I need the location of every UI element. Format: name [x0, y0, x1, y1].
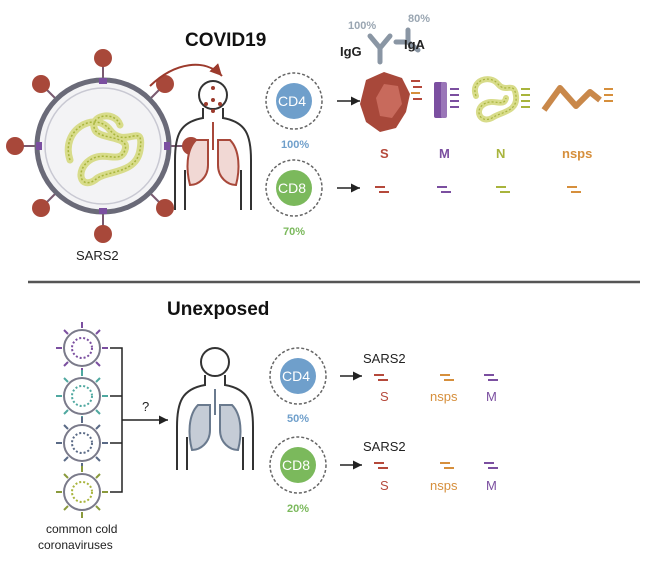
- source-label-line1: common cold: [46, 522, 118, 536]
- peptide-m-cd8: [437, 186, 451, 193]
- cd4-cell-unexposed: [269, 347, 327, 405]
- sars2-label: SARS2: [76, 248, 119, 263]
- human-covid-icon: [174, 80, 252, 210]
- unexposed-cd4-nsps-label: nsps: [430, 389, 458, 404]
- source-bracket: [110, 347, 123, 493]
- common-cold-viruses: [56, 322, 108, 518]
- cold-virus-3-icon: [56, 417, 108, 469]
- iga-antibody-icon: [393, 27, 421, 53]
- cold-virus-1-icon: [56, 322, 108, 374]
- cd4-covid-label: CD4: [278, 93, 307, 109]
- human-unexposed-icon: [176, 347, 254, 470]
- peptide-s-cd8: [375, 186, 389, 193]
- cd8-cell-unexposed: [269, 436, 327, 494]
- iga-percent: 80%: [408, 13, 431, 25]
- sars2-virus-icon: [6, 49, 200, 243]
- iga-label: IgA: [404, 37, 425, 52]
- droplets: [204, 86, 222, 113]
- covid-cd8-peptides: [375, 186, 581, 193]
- peptide-nsps-cd8: [567, 186, 581, 193]
- peptide-n-cd8: [496, 186, 510, 193]
- cd8-covid-percent: 70%: [283, 226, 306, 238]
- cd4-unexposed-percent: 50%: [287, 413, 310, 425]
- unexposed-cd4-peptides: [374, 374, 498, 381]
- cd4-sars2-heading: SARS2: [363, 351, 406, 366]
- cold-virus-2-icon: [56, 370, 108, 422]
- unexposed-cd4-s-label: S: [380, 389, 389, 404]
- spike-protein-icon: [360, 72, 422, 132]
- source-label-line2: coronaviruses: [38, 538, 113, 552]
- cd4-unexposed-label: CD4: [282, 368, 311, 384]
- igg-label: IgG: [340, 44, 362, 59]
- unexposed-cd8-m-label: M: [486, 478, 497, 493]
- target-s-label: S: [380, 146, 389, 161]
- unexposed-cd8-nsps-label: nsps: [430, 478, 458, 493]
- unexposed-cd4-m-label: M: [486, 389, 497, 404]
- covid-title: COVID19: [185, 30, 267, 51]
- target-m-label: M: [439, 146, 450, 161]
- nsps-protein-icon: [541, 85, 613, 112]
- infection-arrow: [149, 63, 223, 87]
- cd4-covid-percent: 100%: [281, 139, 310, 151]
- cd8-covid-label: CD8: [278, 180, 307, 196]
- cd8-sars2-heading: SARS2: [363, 439, 406, 454]
- cd8-unexposed-percent: 20%: [287, 503, 310, 515]
- target-nsps-label: nsps: [562, 146, 593, 161]
- cold-virus-4-icon: [56, 466, 108, 518]
- cd8-unexposed-label: CD8: [282, 457, 311, 473]
- membrane-protein-icon: [434, 82, 459, 118]
- unexposed-cd8-s-label: S: [380, 478, 389, 493]
- nucleocapsid-protein-icon: [471, 76, 530, 123]
- cd8-cell-covid: [265, 159, 323, 217]
- igg-antibody-icon: [367, 33, 393, 65]
- target-n-label: N: [496, 146, 506, 161]
- unexposed-cd8-peptides: [374, 462, 498, 469]
- cd4-cell-covid: [265, 72, 323, 130]
- igg-percent: 100%: [348, 20, 377, 32]
- question-mark: ?: [142, 399, 150, 414]
- unexposed-title: Unexposed: [167, 299, 270, 320]
